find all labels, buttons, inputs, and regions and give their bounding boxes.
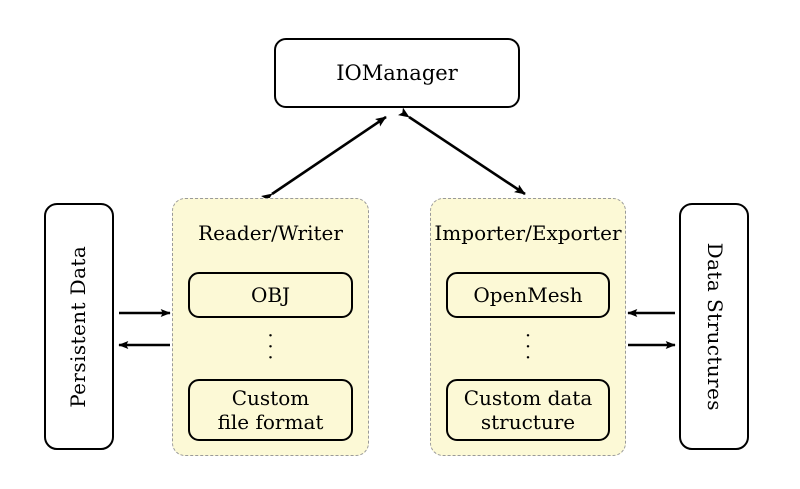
- io-manager-label: IOManager: [336, 60, 458, 85]
- leaf-custom-data-structure-line1: Custom data: [463, 385, 593, 410]
- ellipsis-reader-writer: · · ·: [267, 325, 274, 369]
- group-importer-exporter[interactable]: Importer/Exporter OpenMesh · · · Custom …: [430, 198, 626, 456]
- leaf-custom-file-format-line2: file format: [217, 410, 324, 434]
- leaf-custom-file-format[interactable]: Custom file format: [188, 379, 353, 441]
- leaf-custom-data-structure[interactable]: Custom data structure: [446, 379, 610, 441]
- group-reader-writer-title: Reader/Writer: [198, 221, 343, 245]
- node-persistent-data[interactable]: Persistent Data: [44, 203, 114, 450]
- arrow-manager-reader-writer: [261, 115, 387, 204]
- leaf-obj-label: OBJ: [250, 282, 291, 307]
- leaf-obj[interactable]: OBJ: [188, 272, 353, 318]
- data-structures-label: Data Structures: [702, 242, 727, 411]
- node-data-structures[interactable]: Data Structures: [679, 203, 749, 450]
- leaf-custom-data-structure-line2: structure: [480, 410, 576, 434]
- node-io-manager[interactable]: IOManager: [274, 38, 520, 108]
- leaf-openmesh-label: OpenMesh: [473, 282, 583, 307]
- group-importer-exporter-title: Importer/Exporter: [434, 221, 622, 245]
- group-reader-writer[interactable]: Reader/Writer OBJ · · · Custom file form…: [172, 198, 369, 456]
- arrow-manager-importer-exporter: [398, 107, 526, 196]
- leaf-custom-file-format-line1: Custom: [231, 385, 310, 410]
- persistent-data-label: Persistent Data: [66, 245, 91, 408]
- leaf-openmesh[interactable]: OpenMesh: [446, 272, 610, 318]
- ellipsis-importer-exporter: · · ·: [524, 325, 532, 369]
